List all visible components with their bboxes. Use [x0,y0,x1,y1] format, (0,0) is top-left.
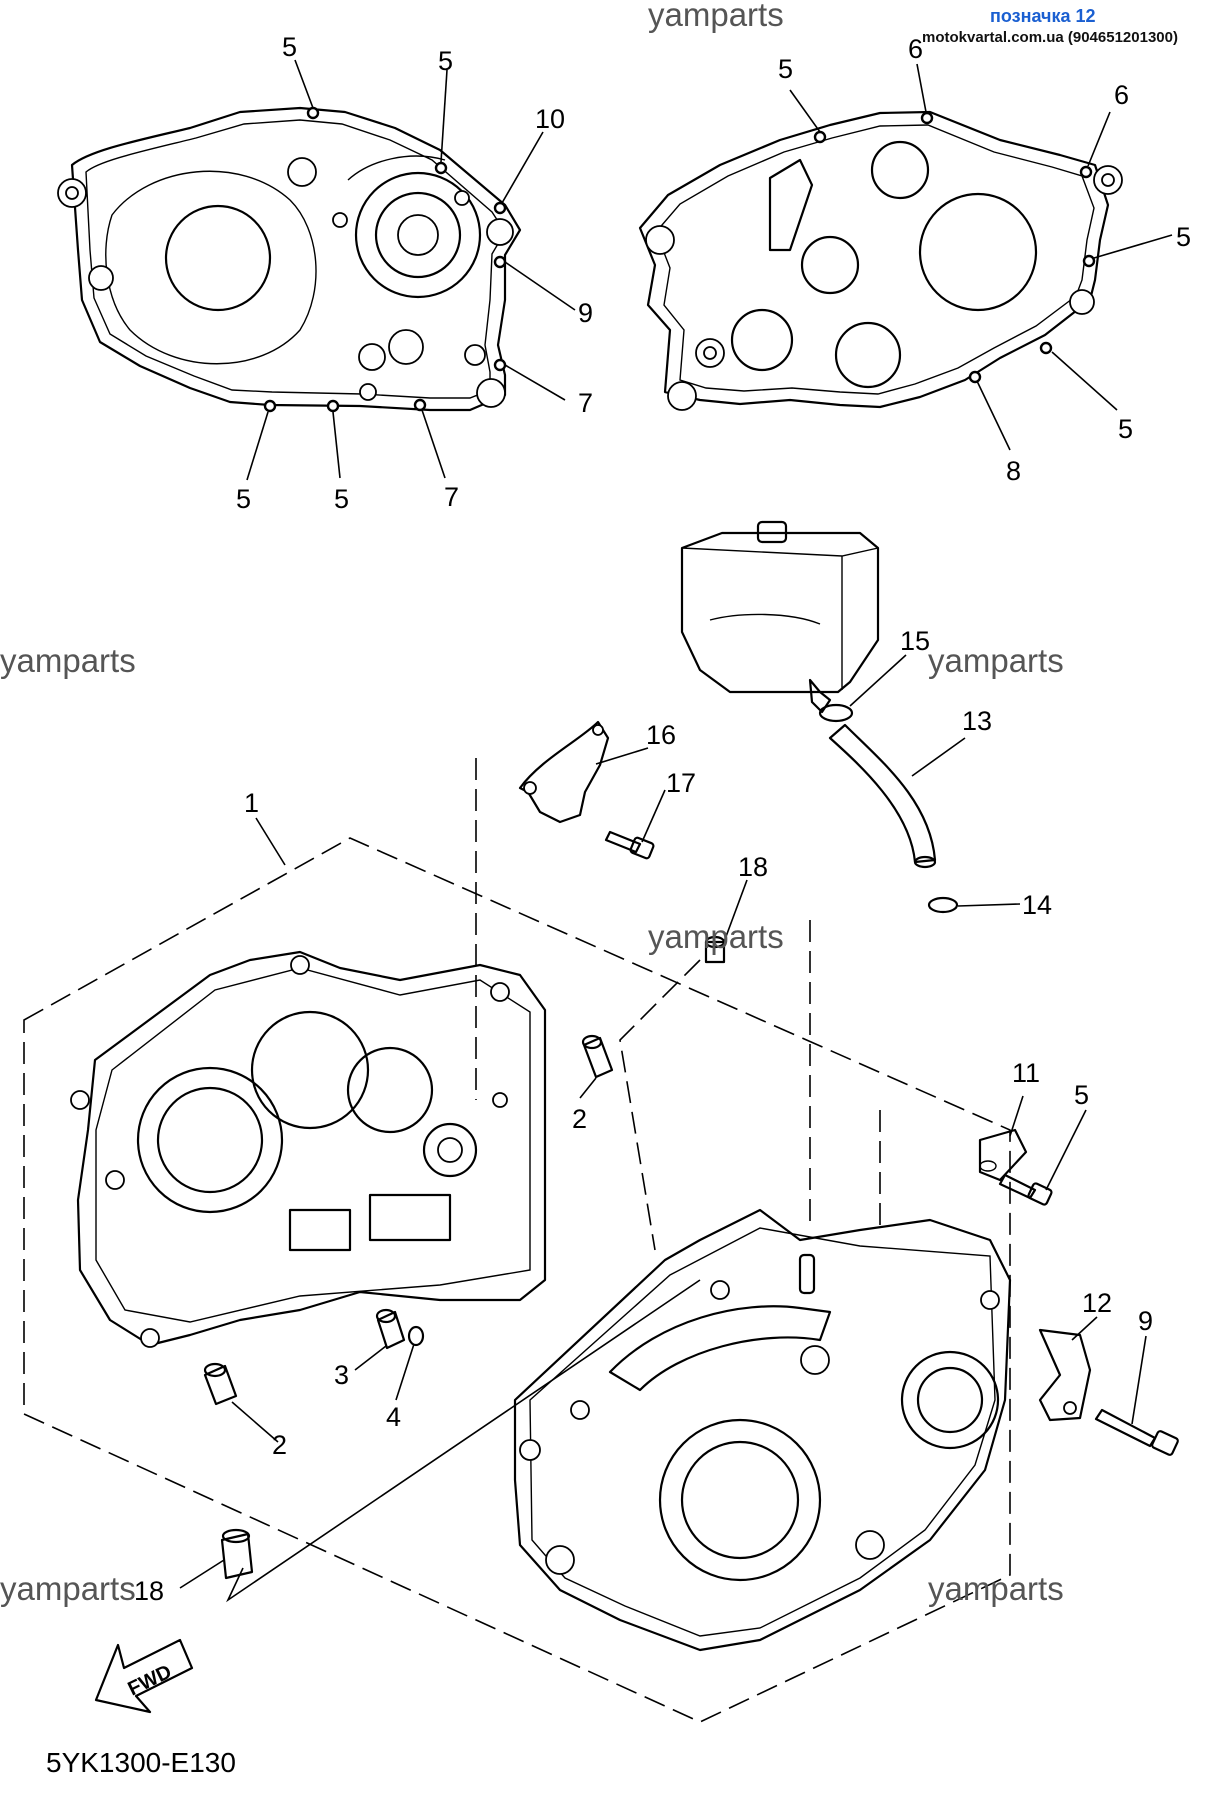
crankcase-right-half [513,1208,1012,1652]
hose-clamp-15 [818,703,854,723]
dowel-pin-2-lower [203,1362,238,1406]
callout-label: 16 [646,720,676,750]
callout-label: 7 [578,388,593,418]
callout-label: 5 [438,46,453,76]
callout-label: 17 [666,768,696,798]
callouts-bracket: 16 17 [646,720,696,798]
callout-label: 12 [1082,1288,1112,1318]
dowel-18-lower [220,1528,254,1580]
callout-label: 10 [535,104,565,134]
callout-label: 5 [236,484,251,514]
callout-label: 13 [962,706,992,736]
callout-label: 2 [572,1104,587,1134]
watermark: yamparts [928,1570,1064,1607]
callout-label: 6 [1114,80,1129,110]
callout-label: 2 [272,1430,287,1460]
callout-label: 5 [334,484,349,514]
callout-label: 6 [908,34,923,64]
watermark: yamparts [648,918,784,955]
callout-label: 5 [1118,414,1133,444]
watermark: yamparts [928,642,1064,679]
fwd-arrow-icon: FWD [94,1638,194,1714]
callout-label: 8 [1006,456,1021,486]
bolt-5 [998,1173,1053,1206]
callout-label: 15 [900,626,930,656]
dowel-pin-3 [375,1308,406,1350]
source-label: motokvartal.com.ua (904651201300) [922,29,1178,46]
reservoir-tank [680,520,880,714]
callout-label: 18 [134,1576,164,1606]
diagram-code: 5YK1300-E130 [46,1747,236,1778]
callout-label: 11 [1012,1058,1040,1088]
watermark-top: yamparts [648,0,784,33]
callout-label: 3 [334,1360,349,1390]
callout-label: 5 [1176,222,1191,252]
callout-label: 5 [778,54,793,84]
bolt-9 [1094,1408,1179,1456]
left-cover-gasket [57,106,522,413]
clip-11 [978,1128,1028,1182]
leader-dowel-18 [619,959,701,1251]
callouts-left-case: 1 2 3 4 2 18 [134,788,587,1606]
crankcase-left-half [70,950,547,1348]
callout-label: 14 [1022,890,1052,920]
callout-label: 7 [444,482,459,512]
overflow-hose [828,723,937,869]
bracket-12 [1038,1328,1092,1422]
callout-label: 5 [282,32,297,62]
callout-label: 4 [386,1402,401,1432]
right-cover-gasket [638,110,1123,411]
dowel-pin-2-upper [581,1034,614,1079]
fwd-label: FWD [125,1661,176,1701]
callouts-right-case: 18 11 5 12 9 [738,852,1153,1336]
callout-label: 18 [738,852,768,882]
callout-label: 9 [1138,1306,1153,1336]
watermark: yamparts [0,642,136,679]
assembly-outline-left-case [23,837,1011,1723]
watermark: yamparts [0,1570,136,1607]
hose-clamp-14 [927,896,959,914]
callouts-left-gasket: 5 5 10 9 7 7 5 5 [236,32,593,514]
callouts-tank-hose: 15 13 14 [900,626,1052,920]
leader-lines [179,59,1173,1603]
bracket-16 [518,720,610,824]
bolt-17 [604,830,655,860]
badge-label: позначка 12 [990,6,1096,26]
callouts-right-gasket: 5 6 6 5 5 8 [778,34,1191,486]
callout-label: 9 [578,298,593,328]
callout-label: 1 [244,788,259,818]
callout-label: 5 [1074,1080,1089,1110]
o-ring-4 [407,1325,425,1347]
